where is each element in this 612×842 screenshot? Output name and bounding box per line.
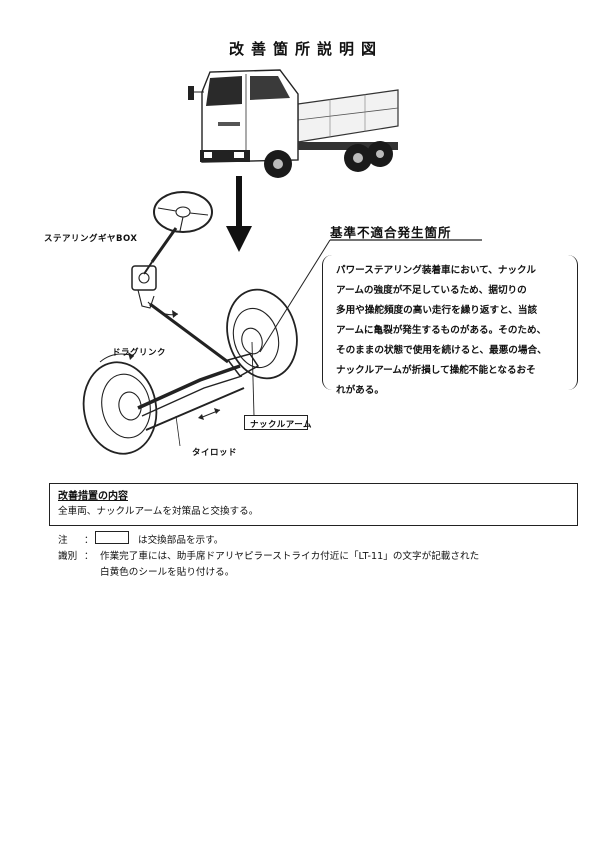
- identification-colon: ：: [84, 551, 94, 562]
- callout-description: パワーステアリング装着車において、ナックル アームの強度が不足しているため、据切…: [336, 261, 572, 401]
- callout-box: [322, 255, 578, 390]
- identification-label: 識別: [58, 551, 78, 562]
- callout-line: アームの強度が不足しているため、据切りの: [336, 285, 527, 296]
- callout-line: 多用や操舵頻度の高い走行を繰り返すと、当該: [336, 305, 538, 316]
- label-tie-rod: タイロッド: [192, 448, 238, 458]
- callout-line: アームに亀裂が発生するものがある。そのため、: [336, 325, 547, 336]
- replacement-part-swatch: [95, 531, 129, 544]
- steering-system-diagram: [82, 191, 298, 455]
- note-label: 注: [58, 535, 68, 546]
- measures-box: [49, 483, 578, 526]
- page-title: 改善箇所説明図: [228, 40, 383, 58]
- callout-line: れがある。: [336, 385, 384, 396]
- knuckle-arm-leader: [251, 341, 255, 417]
- label-steering-gear-box: ステアリングギヤBOX: [44, 234, 138, 244]
- down-arrow-icon: [226, 176, 252, 252]
- identification-line-2: 白黄色のシールを貼り付ける。: [100, 567, 235, 578]
- callout-line: そのままの状態で使用を続けると、最悪の場合、: [336, 345, 547, 356]
- measures-body: 全車両、ナックルアームを対策品と交換する。: [58, 506, 259, 517]
- truck-illustration: [188, 69, 399, 178]
- measures-title: 改善措置の内容: [58, 491, 128, 502]
- identification-line-1: 作業完了車には、助手席ドアリヤピラーストライカ付近に「LT-11」の文字が記載さ…: [100, 551, 480, 562]
- callout-title: 基準不適合発生箇所: [330, 225, 452, 240]
- callout-line: パワーステアリング装着車において、ナックル: [336, 265, 536, 276]
- note-text: は交換部品を示す。: [138, 535, 224, 546]
- label-drag-link: ドラグリンク: [112, 348, 167, 358]
- callout-line: ナックルアームが折損して操舵不能となるおそ: [336, 365, 536, 376]
- label-knuckle-arm: ナックルアーム: [250, 420, 312, 430]
- note-colon: ：: [84, 535, 94, 546]
- knuckle-arm-box: [244, 415, 308, 430]
- callout-leader: [259, 239, 482, 353]
